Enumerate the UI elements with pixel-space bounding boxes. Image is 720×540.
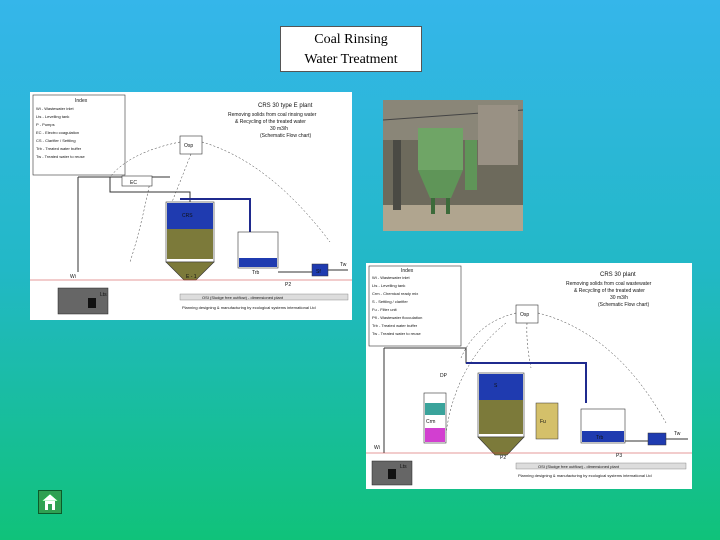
ec-box-1 <box>121 175 153 187</box>
subtitle-2-2: & Recycling of the treated water <box>574 288 645 294</box>
subtitle-1-2: & Recycling of the treated water <box>235 119 306 125</box>
legend-item: Lts - Levelling tank <box>372 283 405 288</box>
plant-photo-svg <box>383 100 523 231</box>
e1-label: E - 1 <box>186 274 197 280</box>
home-icon <box>41 493 59 510</box>
legend-item: S - Settling / clarifier <box>372 299 408 304</box>
legend-title-1: Index <box>75 98 88 104</box>
s-label: S <box>494 383 498 389</box>
crs-sludge <box>167 229 213 259</box>
fu-label: Fu <box>540 419 546 425</box>
legend-item: Crm - Chemical ready mix <box>372 291 418 296</box>
lts-label-2: Lts <box>400 464 407 470</box>
footer-1-2: Planning designing & manufacturing by ec… <box>182 305 316 310</box>
legend-item: P - Pumps <box>36 122 55 127</box>
subtitle-2-1: Removing solids from coal wastewater <box>566 281 652 287</box>
title-line-1: Coal Rinsing <box>314 32 388 47</box>
wi-label-1: Wi <box>70 274 76 280</box>
plant-photo <box>383 100 523 231</box>
legend-item: Pfl - Wastewater flocculation <box>372 315 422 320</box>
osp-label-2: Osp <box>520 312 529 318</box>
legend-item: Wi - Wastewater inlet <box>372 275 411 280</box>
sf-label: Sf <box>316 269 321 275</box>
trb-label-1: Trb <box>252 270 260 276</box>
title-line-2: Water Treatment <box>304 52 398 67</box>
tw-label-1: Tw <box>340 262 347 268</box>
subtitle-2-3: 30 m3/h <box>610 295 628 301</box>
slide-title: Coal Rinsing Water Treatment <box>280 26 422 72</box>
footer-2-1: OSI (Sludge free outflow) - dimensioned … <box>538 464 620 469</box>
subtitle-1-3: 30 m3/h <box>270 126 288 132</box>
legend-item: Trb - Treated water buffer <box>36 146 82 151</box>
plant-title-1: CRS 30 type E plant <box>258 103 313 109</box>
subtitle-2-4: (Schematic Flow chart) <box>598 302 649 308</box>
lts-label-1: Lts <box>100 292 107 298</box>
tw-label-2: Tw <box>674 431 681 437</box>
legend-item: Trb - Treated water buffer <box>372 323 418 328</box>
p2-label-2: P2 <box>500 455 506 461</box>
ec-label-1: EC <box>130 180 137 186</box>
p2-label-1: P2 <box>285 282 291 288</box>
crs-water <box>167 203 213 229</box>
legend-item: EC - Electro coagulation <box>36 130 79 135</box>
footer-1-1: OSI (Sludge free outflow) - dimensioned … <box>202 295 284 300</box>
legend-item: Fu - Filter unit <box>372 307 398 312</box>
legend-item: Wi - Wastewater inlet <box>36 106 75 111</box>
trb-label-2: Trb <box>596 435 604 441</box>
p3-label: P3 <box>616 453 622 459</box>
legend-title-2: Index <box>401 268 414 274</box>
osp-label-1: Osp <box>184 143 193 149</box>
legend-item: CS - Clarifier / Settling <box>36 138 76 143</box>
legend-item: Lts - Levelling tank <box>36 114 69 119</box>
wi-label-2: Wi <box>374 445 380 451</box>
footer-2-2: Planning designing & manufacturing by ec… <box>518 473 652 478</box>
subtitle-1-4: (Schematic Flow chart) <box>260 133 311 139</box>
crs-label: CRS <box>182 213 193 219</box>
crm-label: Crm <box>426 419 435 425</box>
home-button[interactable] <box>38 490 62 514</box>
subtitle-1-1: Removing solids from coal rinsing water <box>228 112 317 118</box>
legend-item: Tw - Treated water to reuse <box>372 331 421 336</box>
legend-item: Tw - Treated water to reuse <box>36 154 85 159</box>
plant-title-2: CRS 30 plant <box>600 272 636 278</box>
dp-label: DP <box>440 373 448 379</box>
